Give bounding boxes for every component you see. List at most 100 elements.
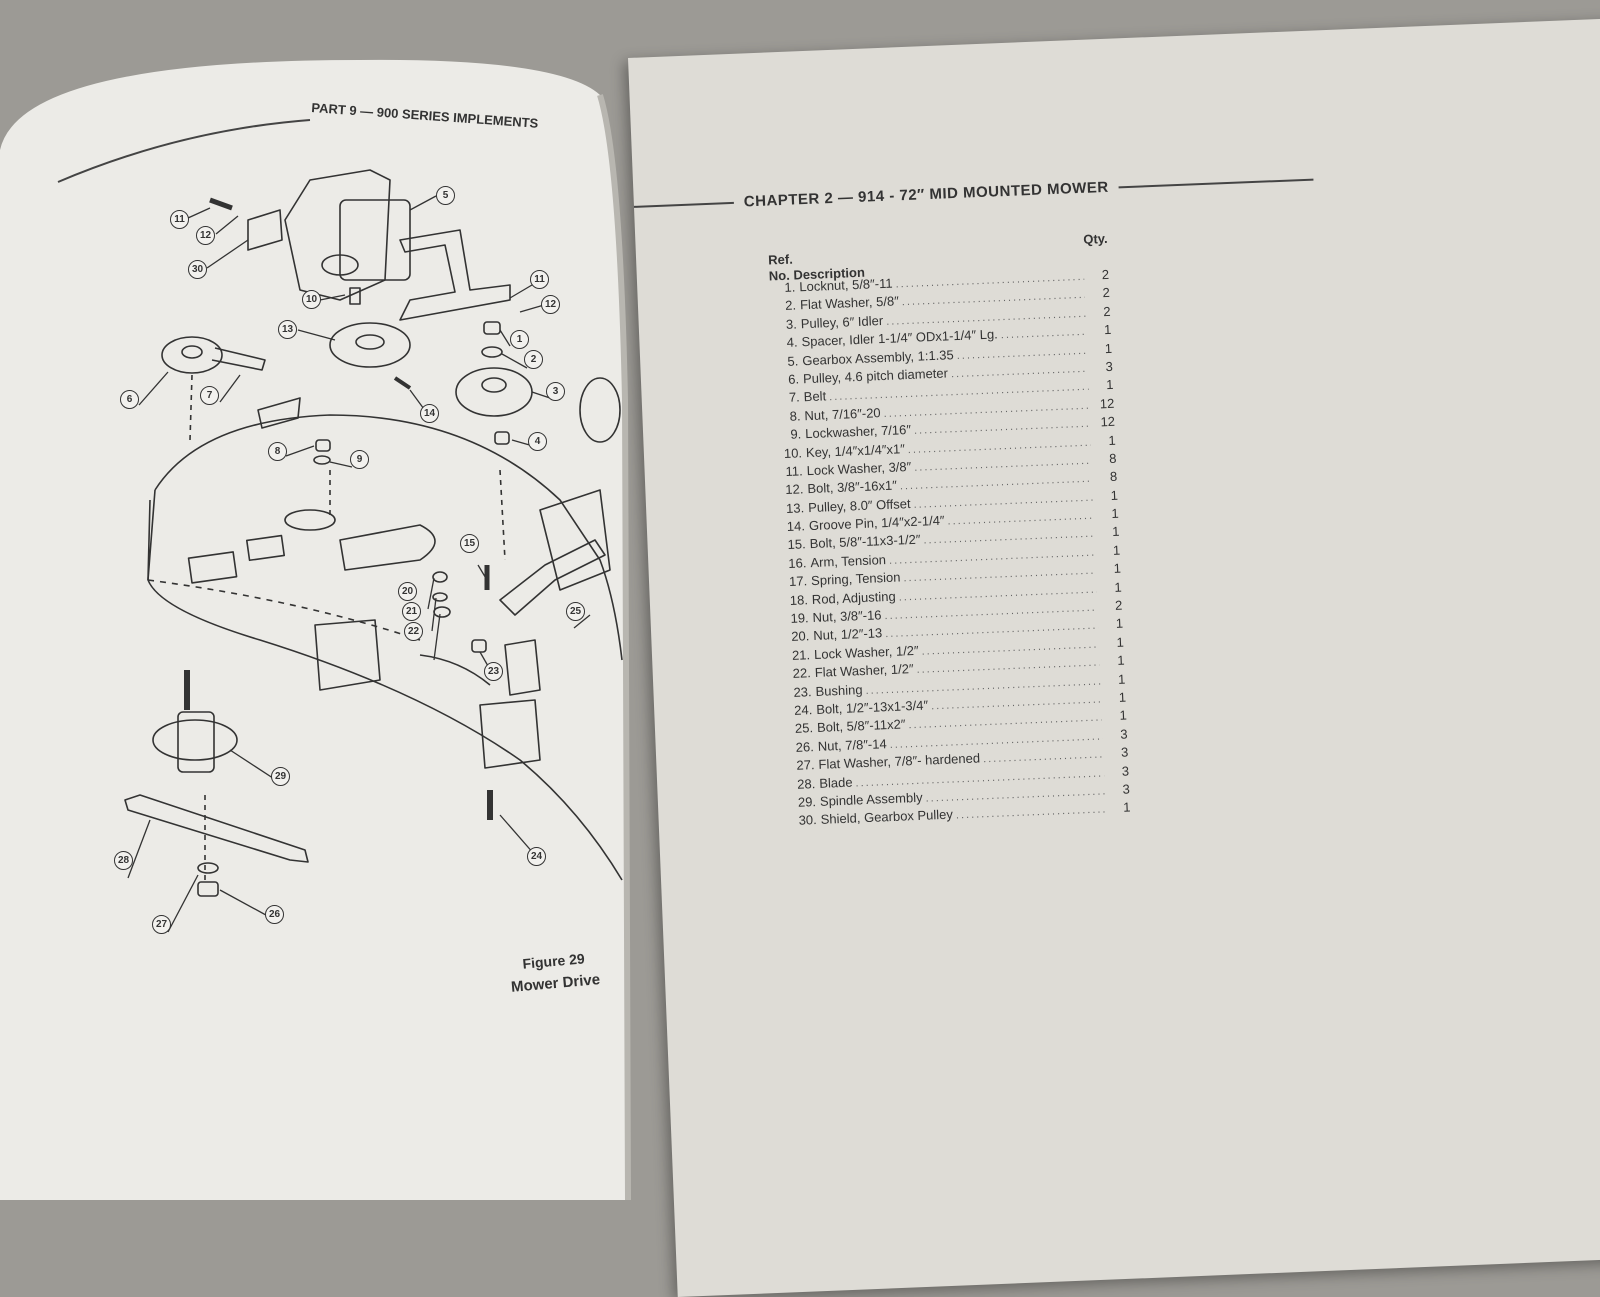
part-number: 16. bbox=[788, 555, 807, 571]
part-number: 23. bbox=[793, 683, 812, 700]
spacer-4 bbox=[494, 431, 510, 445]
belt-7 bbox=[211, 347, 266, 371]
deck-bracket-1 bbox=[314, 619, 381, 691]
exploded-view bbox=[124, 169, 623, 897]
deck-hidden-line bbox=[147, 579, 421, 641]
col-ref: Ref. bbox=[767, 251, 794, 268]
part-qty: 12 bbox=[1100, 413, 1116, 430]
part-number: 9. bbox=[790, 426, 802, 442]
part-description: Flat Washer, 1/2″ bbox=[814, 661, 914, 681]
pulley-13 bbox=[329, 322, 411, 368]
part-description: Lockwasher, 7/16″ bbox=[804, 422, 912, 442]
book-photo: CHAPTER 2 — 914 - 72″ MID MOUNTED MOWER … bbox=[0, 0, 1600, 1200]
part-qty: 1 bbox=[1116, 634, 1125, 650]
part-description: Nut, 7/16″-20 bbox=[804, 404, 881, 423]
callout-bubble: 12 bbox=[541, 295, 560, 314]
part-qty: 3 bbox=[1122, 781, 1131, 797]
washer-27 bbox=[197, 862, 219, 874]
deck-slot bbox=[339, 524, 436, 571]
part-qty: 1 bbox=[1104, 340, 1113, 356]
part-qty: 1 bbox=[1117, 652, 1125, 669]
part-description: Lock Washer, 3/8″ bbox=[806, 458, 912, 479]
callout-bubble: 1 bbox=[510, 330, 529, 349]
deck-front-edge bbox=[147, 499, 623, 881]
left-header-rule bbox=[57, 119, 311, 183]
part-number: 29. bbox=[797, 793, 817, 810]
leader-dots bbox=[1001, 326, 1087, 341]
part-qty: 1 bbox=[1115, 616, 1124, 632]
part-number: 15. bbox=[787, 536, 806, 553]
leader-dots bbox=[956, 344, 1087, 361]
part-number: 10. bbox=[783, 444, 803, 461]
part-number: 7. bbox=[788, 389, 801, 406]
deck-side-edge bbox=[147, 489, 156, 581]
part-qty: 2 bbox=[1114, 597, 1123, 613]
bushing-23 bbox=[471, 639, 487, 653]
book-gutter bbox=[597, 94, 631, 1200]
part-number: 14. bbox=[786, 518, 806, 535]
part-description: Belt bbox=[803, 388, 827, 405]
pulley-6-hub bbox=[181, 345, 203, 359]
part-qty: 1 bbox=[1105, 377, 1114, 393]
part-number: 25. bbox=[794, 720, 814, 737]
spindle-flange bbox=[152, 719, 238, 761]
chapter-title: CHAPTER 2 — 914 - 72″ MID MOUNTED MOWER bbox=[743, 178, 1109, 211]
callout-bubble: 5 bbox=[436, 186, 455, 205]
left-page-paper bbox=[0, 59, 628, 1200]
part-description: Nut, 1/2″-13 bbox=[813, 625, 883, 644]
part-number: 2. bbox=[784, 297, 797, 314]
lockwasher-9 bbox=[313, 455, 331, 465]
header-rule-left bbox=[633, 201, 734, 208]
part-description: Bushing bbox=[815, 681, 863, 699]
part-qty: 3 bbox=[1121, 763, 1130, 779]
part-number: 3. bbox=[785, 316, 798, 332]
leader-dots bbox=[947, 510, 1094, 528]
callout-bubble: 26 bbox=[265, 905, 284, 924]
part-qty: 1 bbox=[1108, 432, 1117, 448]
callout-bubble: 6 bbox=[120, 390, 139, 409]
part-description: Bolt, 5/8″-11x2″ bbox=[816, 716, 906, 736]
groove-pin-14 bbox=[393, 376, 412, 390]
part-number: 30. bbox=[798, 812, 818, 829]
part-qty: 1 bbox=[1114, 579, 1122, 595]
part-number: 11. bbox=[785, 463, 804, 479]
mower-drive-diagram bbox=[0, 59, 631, 1200]
gearbox-mount-plate bbox=[399, 229, 511, 321]
callout-bubble: 10 bbox=[302, 290, 321, 309]
part-description: Lock Washer, 1/2″ bbox=[813, 642, 919, 662]
part-description: Nut, 3/8″-16 bbox=[812, 607, 882, 626]
deck-rib bbox=[419, 654, 491, 686]
part-number: 22. bbox=[792, 665, 812, 682]
callout-bubble: 21 bbox=[402, 602, 421, 621]
washer-2 bbox=[481, 346, 503, 358]
arm-bracket bbox=[539, 489, 611, 591]
part-qty: 8 bbox=[1109, 469, 1118, 485]
part-description: Pulley, 6″ Idler bbox=[800, 312, 884, 332]
deck-bracket-3 bbox=[504, 639, 541, 696]
callout-bubble: 24 bbox=[527, 847, 546, 866]
part-number: 12. bbox=[785, 481, 804, 498]
pulley-3-hub bbox=[481, 377, 507, 393]
callout-bubble: 22 bbox=[404, 622, 423, 641]
part-qty: 2 bbox=[1103, 303, 1111, 319]
deck-bracket-2 bbox=[479, 699, 541, 769]
callout-bubble: 23 bbox=[484, 662, 503, 681]
spindle-housing bbox=[177, 711, 215, 773]
part-qty: 1 bbox=[1103, 322, 1112, 338]
part-qty: 1 bbox=[1122, 799, 1131, 816]
part-number: 17. bbox=[788, 573, 808, 590]
part-description: Pulley, 8.0″ Offset bbox=[807, 495, 911, 515]
washer-21 bbox=[432, 592, 448, 602]
callout-bubble: 29 bbox=[271, 767, 290, 786]
callout-bubble: 30 bbox=[188, 260, 207, 279]
leader-dots bbox=[951, 363, 1088, 380]
part-number: 8. bbox=[789, 408, 801, 424]
part-description: Bolt, 1/2″-13x1-3/4″ bbox=[815, 697, 929, 717]
part-description: Bolt, 3/8″-16x1″ bbox=[807, 477, 898, 497]
pulley-right bbox=[579, 377, 621, 443]
callout-bubble: 11 bbox=[170, 210, 189, 229]
part-qty: 1 bbox=[1119, 707, 1128, 724]
figure-caption: Figure 29 Mower Drive bbox=[508, 949, 600, 995]
part-qty: 3 bbox=[1120, 744, 1129, 760]
leader-dots bbox=[956, 804, 1106, 822]
